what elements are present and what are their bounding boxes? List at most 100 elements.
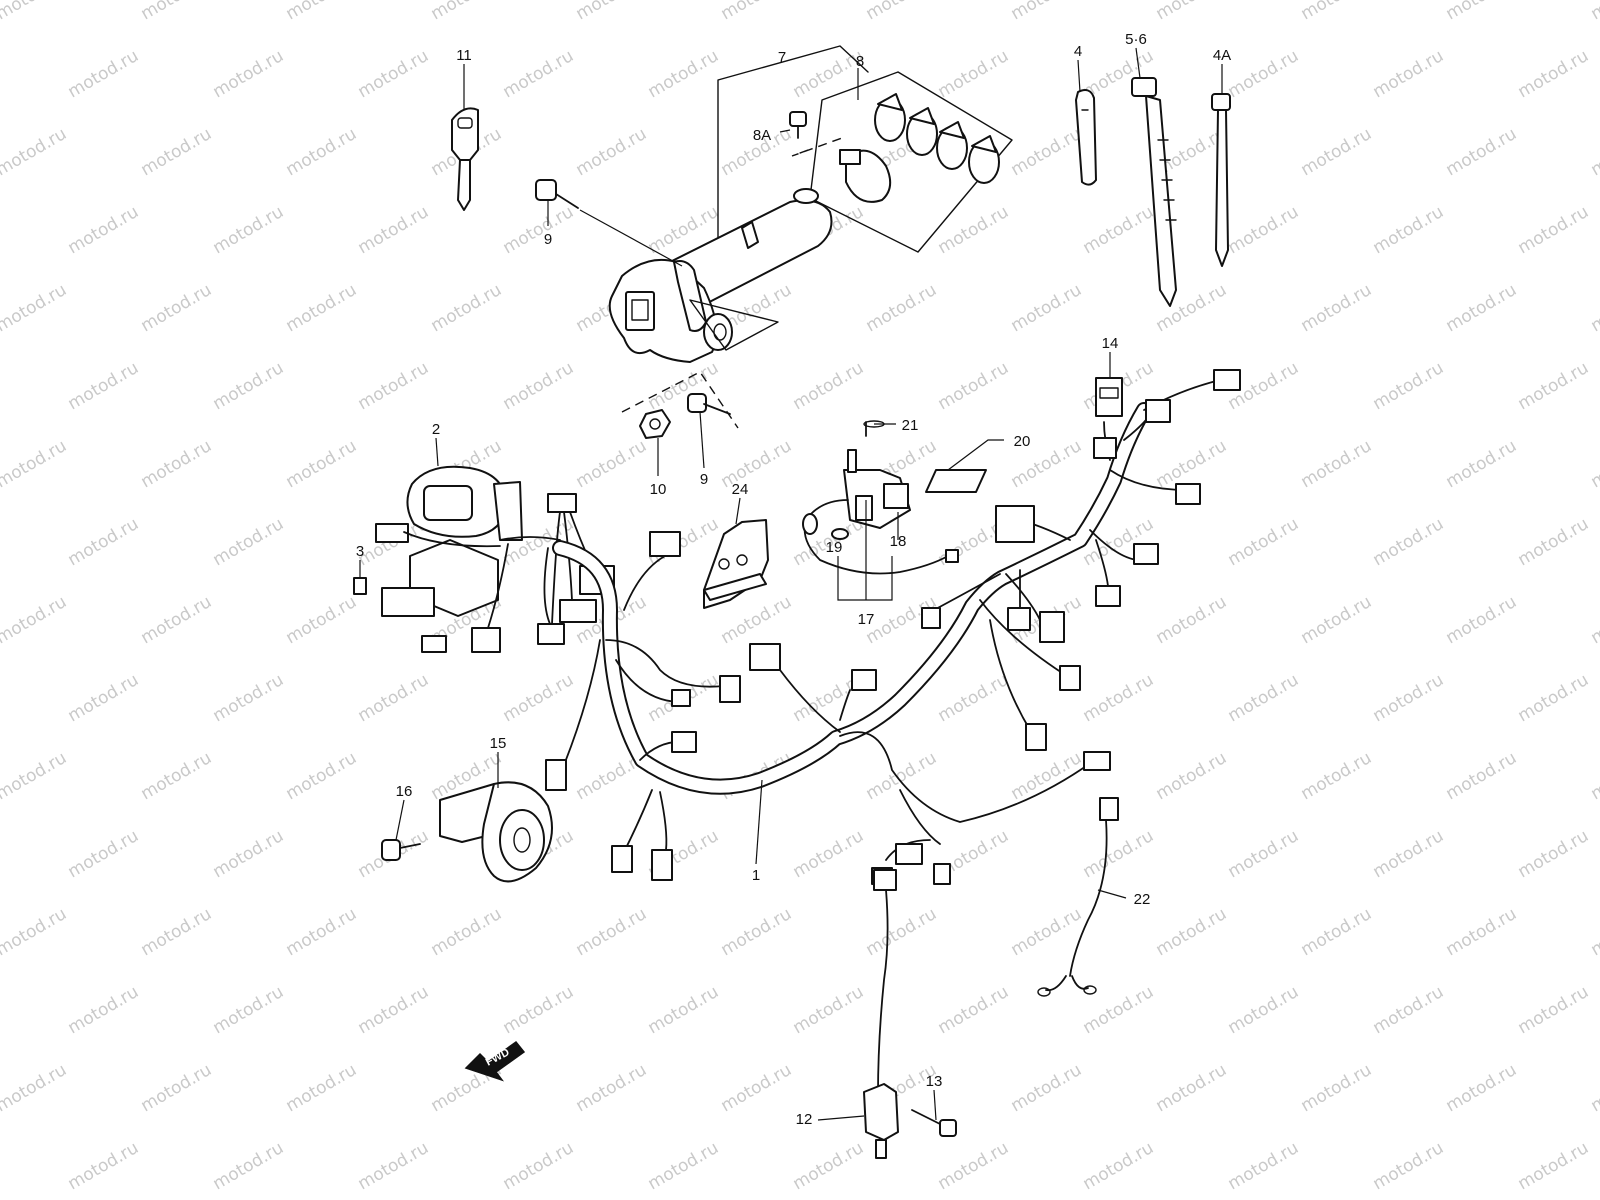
fuse-3: [353, 577, 367, 595]
watermark-text: motod.ru: [65, 670, 143, 726]
watermark-text: motod.ru: [283, 436, 361, 492]
watermark-text: motod.ru: [863, 280, 941, 336]
watermark-text: motod.ru: [1153, 904, 1231, 960]
watermark-text: motod.ru: [1008, 124, 1086, 180]
watermark-text: motod.ru: [0, 904, 70, 960]
callout-20: 19: [826, 539, 843, 556]
sensor-group: [802, 420, 959, 575]
key-cylinder-set: [839, 93, 1000, 203]
watermark-text: motod.ru: [1008, 904, 1086, 960]
callout-12: 11: [456, 47, 472, 64]
watermark-text: motod.ru: [645, 982, 723, 1038]
watermark-text: motod.ru: [1225, 202, 1303, 258]
watermark-text: motod.ru: [138, 748, 216, 804]
watermark-text: motod.ru: [1443, 904, 1521, 960]
callout-7: 7: [778, 49, 786, 66]
callout-14: 13: [926, 1073, 943, 1090]
watermark-text: motod.ru: [1298, 592, 1376, 648]
watermark-text: motod.ru: [863, 904, 941, 960]
watermark-text: motod.ru: [138, 1060, 216, 1116]
watermark-text: motod.ru: [1225, 46, 1303, 102]
callout-11: 10: [650, 481, 667, 498]
callout-15: 14: [1102, 335, 1119, 352]
watermark-text: motod.ru: [573, 1060, 651, 1116]
watermark-text: motod.ru: [283, 280, 361, 336]
watermark-text: motod.ru: [718, 0, 796, 24]
watermark-text: motod.ru: [500, 202, 578, 258]
watermark-text: motod.ru: [428, 904, 506, 960]
watermark-text: motod.ru: [1515, 358, 1593, 414]
watermark-text: motod.ru: [935, 202, 1013, 258]
watermark-text: motod.ru: [500, 670, 578, 726]
watermark-text: motod.ru: [283, 904, 361, 960]
nut-11: [639, 409, 671, 439]
watermark-text: motod.ru: [65, 202, 143, 258]
callout-13: 12: [796, 1111, 813, 1128]
watermark-text: motod.ru: [573, 904, 651, 960]
watermark-text: motod.ru: [1515, 982, 1593, 1038]
watermark-text: motod.ru: [1588, 748, 1600, 804]
callout-8a: 8A: [753, 127, 771, 144]
watermark-text: motod.ru: [500, 1138, 578, 1194]
callout-18: 17: [858, 611, 875, 628]
watermark-text: motod.ru: [355, 46, 433, 102]
watermark-text: motod.ru: [1515, 514, 1593, 570]
bolt-17: [381, 839, 421, 861]
watermark-text: motod.ru: [283, 124, 361, 180]
watermark-text: motod.ru: [138, 436, 216, 492]
watermark-text: motod.ru: [1515, 46, 1593, 102]
watermark-text: motod.ru: [210, 1138, 288, 1194]
watermark-text: motod.ru: [573, 124, 651, 180]
main-wiring-harness: [545, 369, 1241, 885]
watermark-text: motod.ru: [283, 1060, 361, 1116]
watermark-text: motod.ru: [1298, 436, 1376, 492]
ignition-switch-assembly: [535, 45, 1013, 439]
watermark-text: motod.ru: [1080, 670, 1158, 726]
watermark-text: motod.ru: [0, 592, 70, 648]
leader-lines: [359, 47, 1223, 1121]
clamp-4: [1075, 89, 1097, 186]
watermark-text: motod.ru: [0, 0, 70, 24]
watermark-text: motod.ru: [645, 46, 723, 102]
watermark-text: motod.ru: [1080, 1138, 1158, 1194]
callout-22: 21: [902, 417, 919, 434]
watermark-text: motod.ru: [863, 748, 941, 804]
watermark-text: motod.ru: [1370, 826, 1448, 882]
watermark-text: motod.ru: [355, 670, 433, 726]
callout-1: 1: [752, 867, 760, 884]
watermark-text: motod.ru: [1008, 280, 1086, 336]
watermark-text: motod.ru: [500, 358, 578, 414]
relay-cluster: [375, 465, 681, 653]
watermark-text: motod.ru: [1443, 592, 1521, 648]
watermark-text: motod.ru: [935, 1138, 1013, 1194]
bolt-10: [535, 179, 683, 267]
watermark-text: motod.ru: [790, 358, 868, 414]
watermark-text: motod.ru: [1515, 202, 1593, 258]
watermark-text: motod.ru: [65, 358, 143, 414]
watermark-text: motod.ru: [210, 358, 288, 414]
watermark-text: motod.ru: [1370, 202, 1448, 258]
watermark-text: motod.ru: [1153, 748, 1231, 804]
watermark-text: motod.ru: [1370, 670, 1448, 726]
watermark-text: motod.ru: [1443, 124, 1521, 180]
callout-4a: 4A: [1213, 47, 1231, 64]
watermark-text: motod.ru: [645, 1138, 723, 1194]
lead-23: [1037, 797, 1119, 997]
watermark-text: motod.ru: [1443, 1060, 1521, 1116]
watermark-text: motod.ru: [1008, 748, 1086, 804]
watermark-text: motod.ru: [1443, 0, 1521, 24]
watermark-text: motod.ru: [1080, 202, 1158, 258]
watermark-text: motod.ru: [138, 0, 216, 24]
watermark-text: motod.ru: [1370, 982, 1448, 1038]
steering-lock-body: [608, 188, 833, 363]
watermark-text: motod.ru: [1225, 982, 1303, 1038]
watermark-text: motod.ru: [1370, 46, 1448, 102]
watermark-text: motod.ru: [1225, 826, 1303, 882]
watermark-text: motod.ru: [1443, 280, 1521, 336]
watermark-text: motod.ru: [138, 280, 216, 336]
pad-21: [925, 469, 987, 493]
watermark-text: motod.ru: [1080, 826, 1158, 882]
watermark-text: motod.ru: [0, 748, 70, 804]
watermark-text: motod.ru: [1588, 0, 1600, 24]
